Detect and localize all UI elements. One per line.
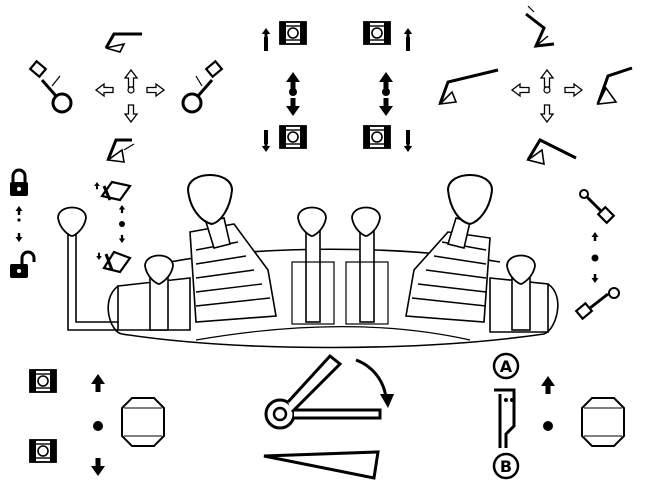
circuit-selector: A B [492,352,625,480]
blade-raise-icon [94,180,132,202]
right-pedal-icon [581,397,625,447]
circuit-b-badge: B [492,452,520,480]
arm-out-icon [437,68,499,106]
blade-lower-icon [96,250,132,274]
boom-lower-icon [526,138,577,166]
left-track-controls [261,21,307,152]
travel-speed-controls [29,369,165,476]
right-track-reverse-icon [363,125,413,152]
lock-closed-icon [10,168,28,196]
left-track-forward-icon [261,21,307,51]
left-pedal-icon [121,397,165,447]
travel-speed-icon [29,369,57,463]
circuit-a-b-icon [494,388,516,448]
circuit-a-badge: A [492,352,520,380]
right-joystick-pattern [437,5,633,166]
circuit-b-label: B [500,457,512,476]
control-console-illustration [57,174,559,349]
bucket-dump-icon [105,138,135,163]
swing-right-icon [181,59,224,114]
auxiliary-swing-controls [574,189,620,321]
bucket-curl-icon [104,32,144,54]
safety-lock-controls [10,168,36,278]
left-track-reverse-icon [261,125,307,152]
blade-controls [94,180,132,274]
boom-raise-icon [525,5,555,48]
aux-up-icon [579,189,616,225]
throttle-ramp-icon [263,450,380,480]
right-track-forward-icon [363,21,413,51]
aux-down-icon [574,287,620,321]
throttle-control [263,353,394,480]
throttle-icon [264,353,394,430]
circuit-a-label: A [500,357,513,376]
left-joystick-pattern [28,32,224,163]
swing-left-icon [28,59,73,114]
lock-open-icon [10,250,36,278]
right-track-controls [363,21,413,152]
arm-in-icon [596,66,633,105]
